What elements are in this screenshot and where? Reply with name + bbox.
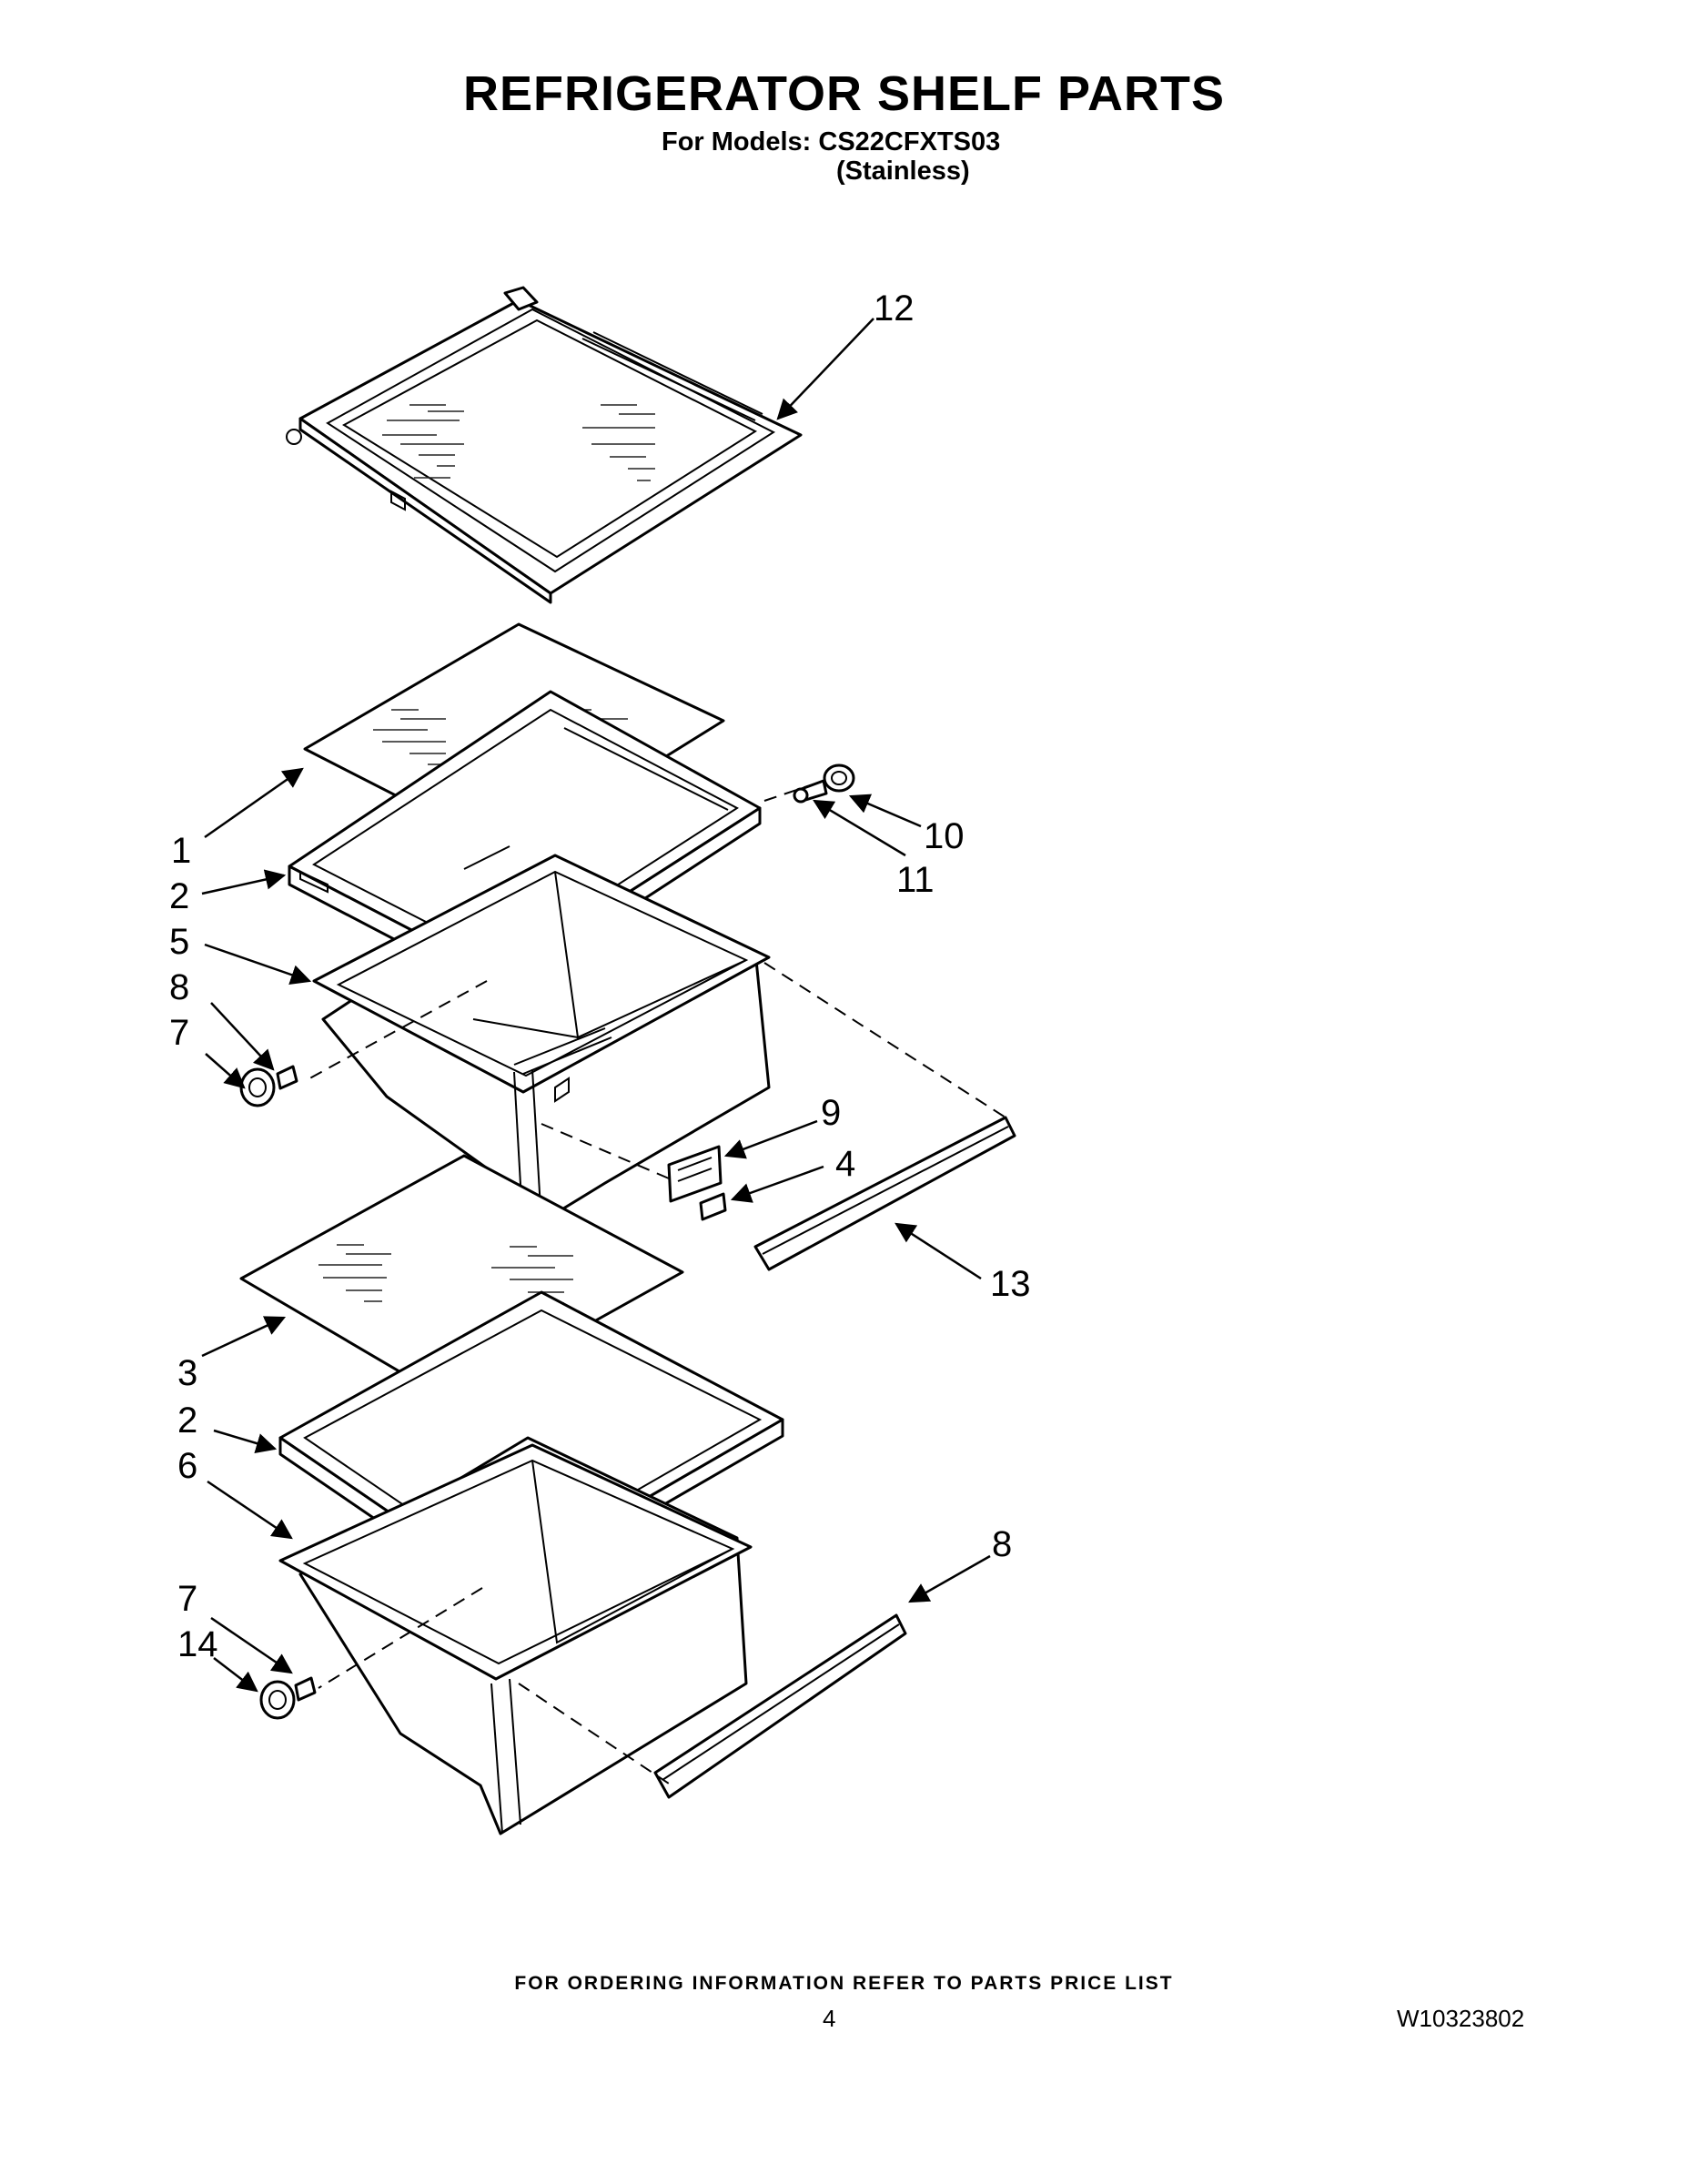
callout-11: 11 (896, 860, 935, 900)
clip-4 (699, 1192, 727, 1221)
callout-12: 12 (874, 288, 915, 329)
callout-2: 2 (169, 876, 189, 916)
page-number: 4 (823, 2005, 836, 2032)
glass-shelf-3 (239, 1154, 684, 1403)
callout-4: 4 (835, 1144, 855, 1184)
callout-6: 6 (177, 1446, 197, 1486)
crisper-drawer-5-upper (312, 854, 771, 1235)
trim-14 (653, 1613, 907, 1799)
screw-8-upper (276, 1065, 298, 1090)
callout-1: 1 (171, 831, 191, 871)
roller-7-upper (239, 1067, 276, 1107)
ordering-note: FOR ORDERING INFORMATION REFER TO PARTS … (514, 1973, 1174, 1994)
callout-14: 8 (992, 1524, 1012, 1564)
divider-9 (667, 1145, 723, 1203)
trim-13 (753, 1116, 1016, 1271)
document-number: W10323802 (1397, 2005, 1525, 2032)
callout-9: 9 (821, 1093, 841, 1133)
screw-11 (793, 779, 828, 804)
finish-line: (Stainless) (836, 157, 970, 186)
model-info: For Models: CS22CFXTS03 (Stainless) (662, 127, 1000, 186)
roller-10 (823, 763, 855, 793)
callout-13: 13 (990, 1264, 1031, 1304)
callout-7-lower: 14 (177, 1624, 218, 1664)
callout-10: 10 (924, 816, 965, 856)
callout-8: 8 (169, 967, 189, 1007)
callout-8-lower: 7 (177, 1579, 197, 1619)
leader-arrows (201, 318, 991, 1693)
callout-3: 3 (177, 1353, 197, 1393)
callout-5: 5 (169, 922, 189, 962)
models-line: For Models: CS22CFXTS03 (662, 127, 1001, 157)
callout-7: 7 (169, 1013, 189, 1053)
crisper-drawer-6-lower (278, 1436, 753, 1835)
shelf-assembly-12 (286, 286, 803, 604)
assembly-lines (304, 780, 1006, 1785)
callout-2-lower: 2 (177, 1400, 197, 1441)
screw-8-lower (294, 1676, 317, 1702)
page-title: REFRIGERATOR SHELF PARTS (462, 66, 1226, 121)
roller-7-lower (259, 1680, 296, 1720)
callout-labels: 12 1 2 5 8 7 10 11 9 4 13 3 2 6 8 7 14 (169, 288, 1031, 1664)
